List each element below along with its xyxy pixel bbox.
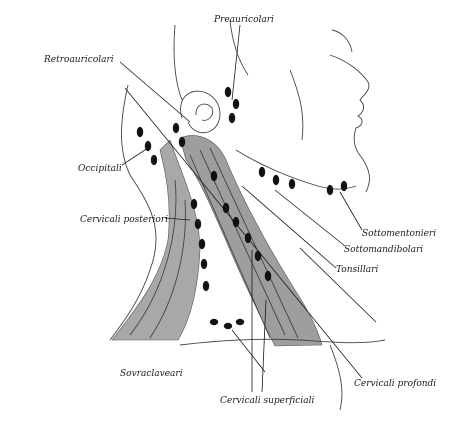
face-profile bbox=[330, 55, 369, 192]
chin-area bbox=[332, 30, 352, 52]
leader-sovraclaveari bbox=[232, 330, 265, 372]
node-preauricular-2 bbox=[233, 99, 239, 109]
node-posterior-4 bbox=[201, 259, 207, 269]
node-deep-4 bbox=[245, 233, 251, 243]
node-posterior-2 bbox=[195, 219, 201, 229]
label-cervicali-posteriori: Cervicali posteriori bbox=[80, 215, 168, 225]
node-supraclavicular-2 bbox=[224, 323, 232, 329]
node-deep-3 bbox=[233, 217, 239, 227]
node-deep-2 bbox=[223, 203, 229, 213]
label-sottomentonieri: Sottomentonieri bbox=[362, 229, 436, 239]
jaw-line bbox=[236, 150, 356, 189]
label-sovraclaveari: Sovraclaveari bbox=[120, 369, 183, 379]
skull-line-3 bbox=[290, 70, 303, 140]
leader-sottomentonieri bbox=[340, 192, 362, 230]
node-preauricular-1 bbox=[225, 87, 231, 97]
ear-inner bbox=[196, 104, 213, 120]
scm-striation-2 bbox=[210, 148, 298, 338]
node-submental-2 bbox=[341, 181, 347, 191]
node-preauricular-3 bbox=[229, 113, 235, 123]
label-cervicali-superficiali: Cervicali superficiali bbox=[220, 396, 314, 406]
label-occipitali: Occipitali bbox=[78, 164, 122, 174]
node-retroauricular-1 bbox=[173, 123, 179, 133]
node-posterior-5 bbox=[203, 281, 209, 291]
node-submandibular-2 bbox=[273, 175, 279, 185]
node-deep-5 bbox=[255, 251, 261, 261]
node-posterior-1 bbox=[191, 199, 197, 209]
label-preauricolari: Preauricolari bbox=[213, 15, 274, 25]
leader-occipitali bbox=[122, 148, 148, 165]
node-supraclavicular-1 bbox=[210, 319, 218, 325]
node-occipital-2 bbox=[145, 141, 151, 151]
label-cervicali-profondi: Cervicali profondi bbox=[354, 379, 436, 389]
node-supraclavicular-3 bbox=[236, 319, 244, 325]
leader-sottomandibolari bbox=[275, 190, 345, 246]
node-submental-1 bbox=[327, 185, 333, 195]
node-occipital-1 bbox=[137, 127, 143, 137]
node-deep-6 bbox=[265, 271, 271, 281]
skull-line-2 bbox=[230, 20, 248, 75]
label-retroauricolari: Retroauricolari bbox=[43, 55, 114, 65]
node-submandibular-3 bbox=[289, 179, 295, 189]
label-tonsillari: Tonsillari bbox=[336, 265, 378, 275]
leader-aux bbox=[300, 248, 376, 322]
node-occipital-3 bbox=[151, 155, 157, 165]
chest-line bbox=[330, 345, 342, 410]
skull-line-1 bbox=[174, 25, 182, 100]
node-submandibular-1 bbox=[259, 167, 265, 177]
node-retroauricular-2 bbox=[179, 137, 185, 147]
node-posterior-3 bbox=[199, 239, 205, 249]
label-sottomandibolari: Sottomandibolari bbox=[344, 245, 423, 255]
leader-preauricolari bbox=[232, 25, 240, 100]
node-deep-1 bbox=[211, 171, 217, 181]
ear-outline bbox=[181, 91, 220, 133]
